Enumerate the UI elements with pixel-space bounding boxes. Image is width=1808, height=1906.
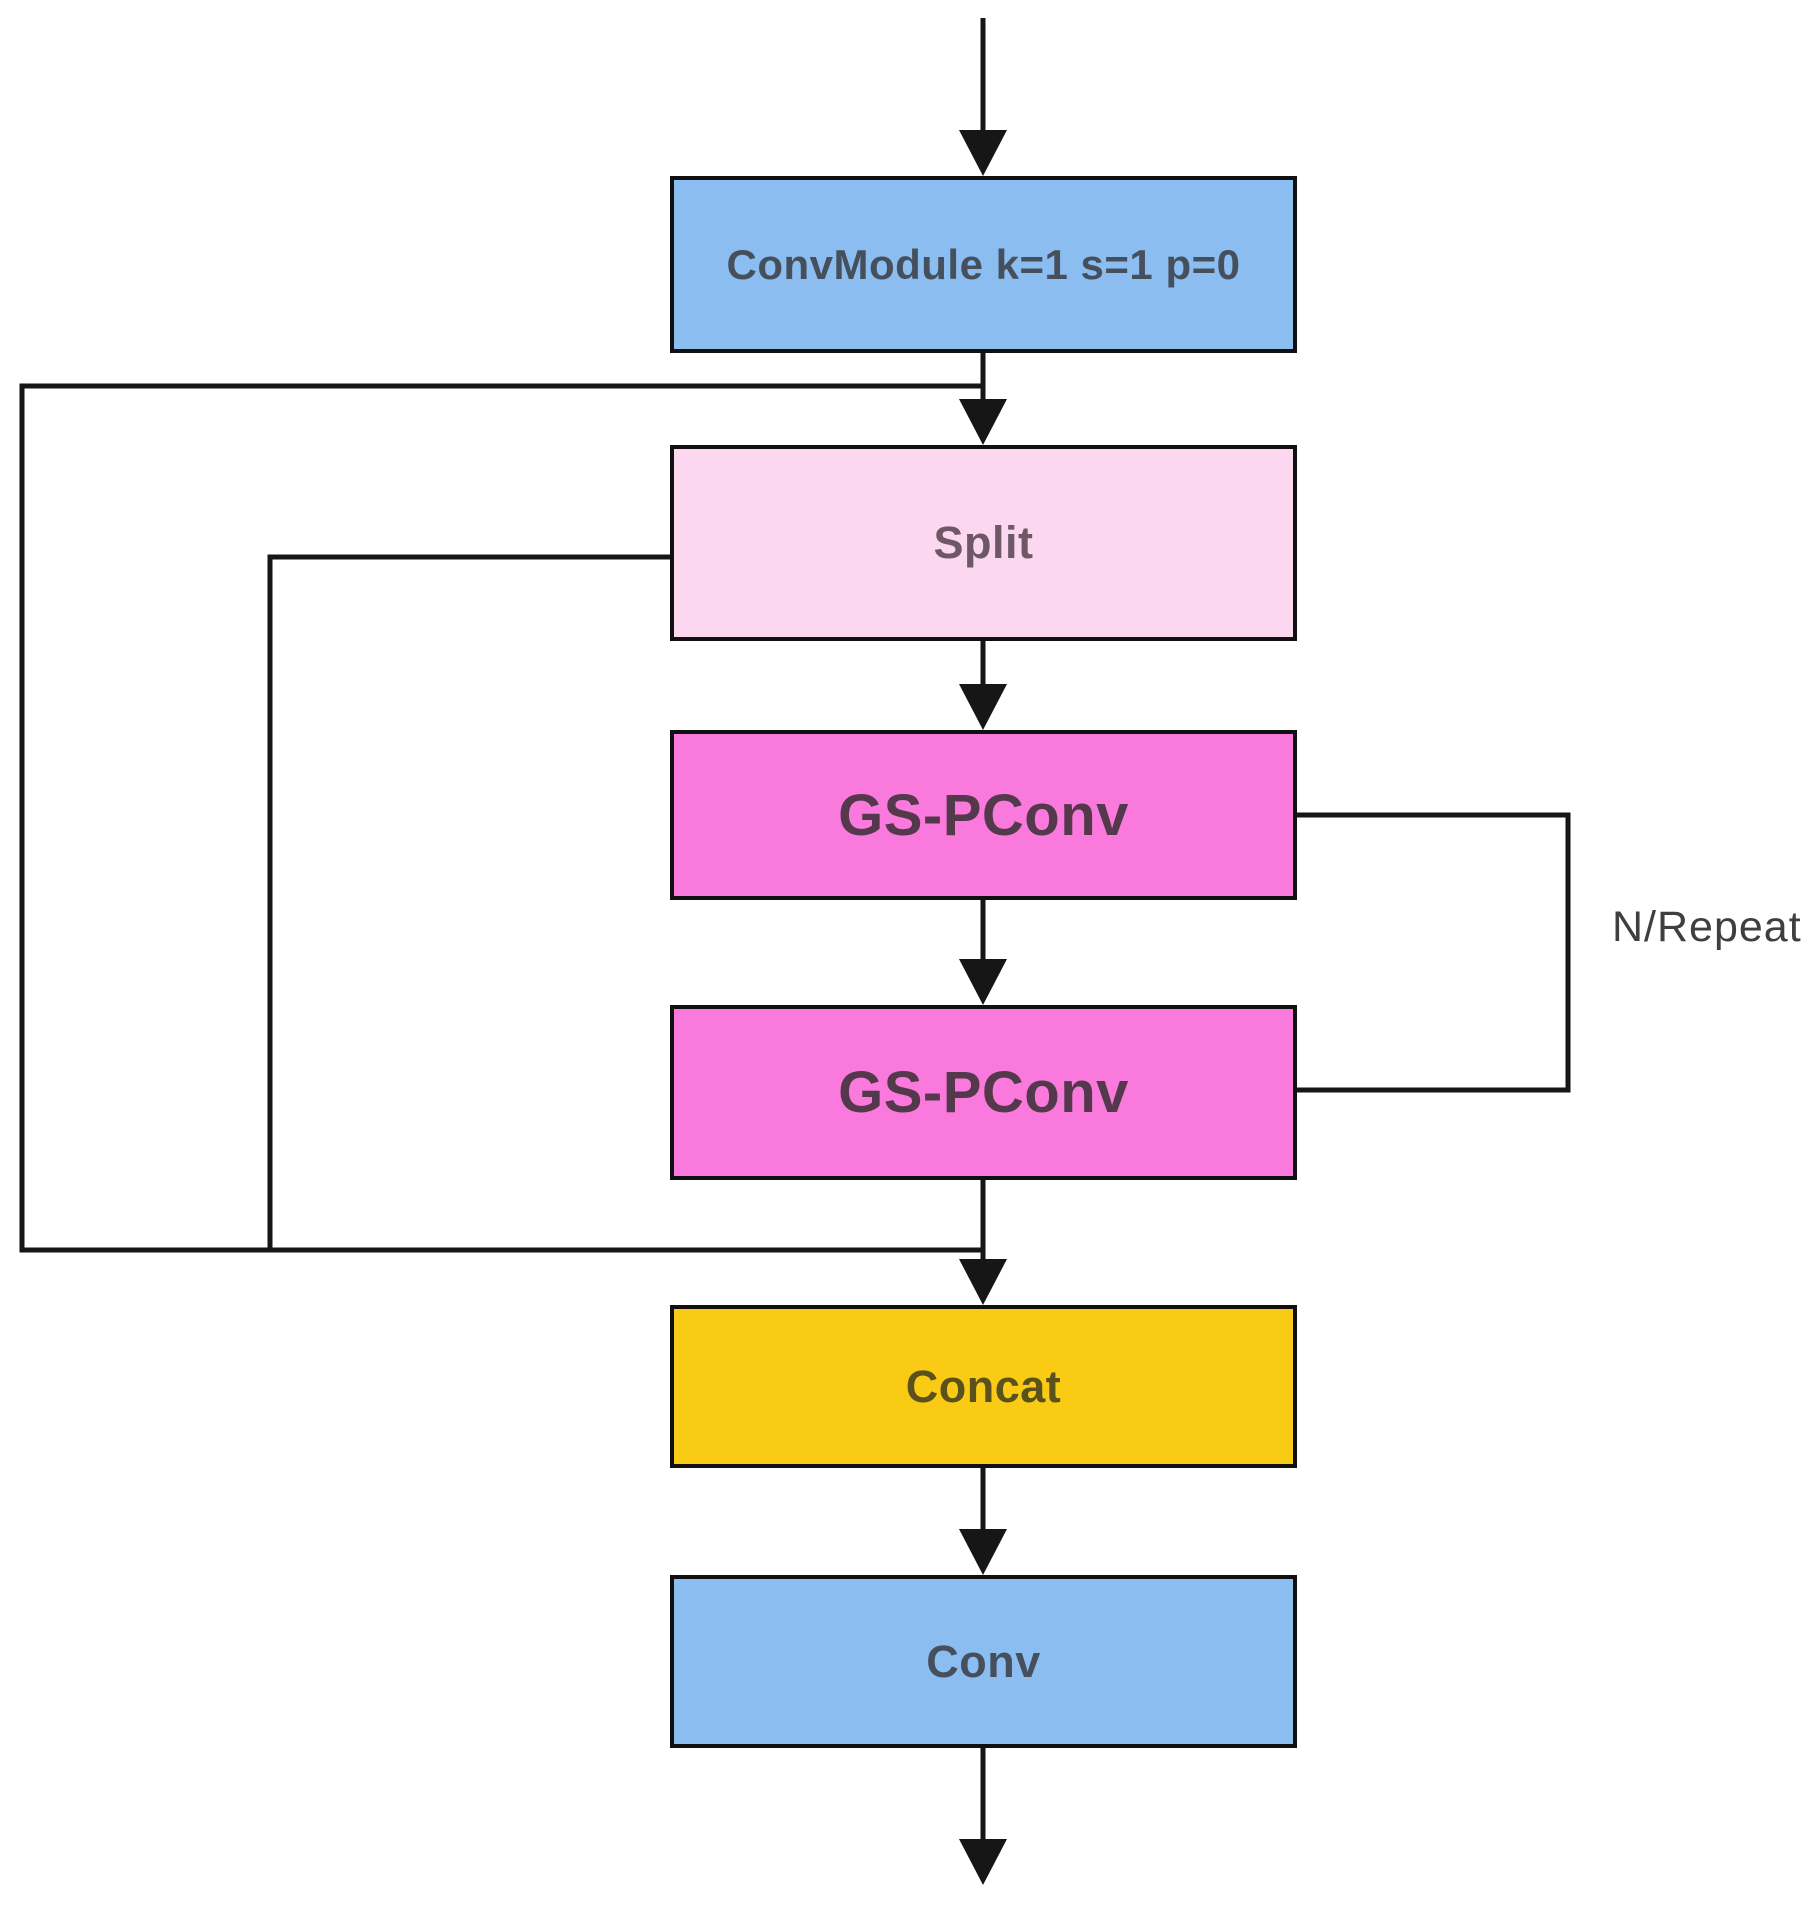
gs-pconv-box-2: GS-PConv — [670, 1005, 1297, 1180]
concat-box: Concat — [670, 1305, 1297, 1468]
concat-label: Concat — [905, 1360, 1062, 1412]
concat-arrowhead — [959, 1259, 1007, 1305]
gs1-arrowhead — [959, 684, 1007, 730]
convmodule-box: ConvModule k=1 s=1 p=0 — [670, 176, 1297, 353]
conv-arrowhead — [959, 1529, 1007, 1575]
gs-pconv-box-1: GS-PConv — [670, 730, 1297, 900]
split-box: Split — [670, 445, 1297, 641]
input-arrowhead — [959, 130, 1007, 176]
outer-skip-line — [19, 383, 983, 1253]
n-repeat-annotation: N/Repeat — [1612, 903, 1802, 951]
split-arrowhead — [959, 399, 1007, 445]
gs2-arrowhead — [959, 959, 1007, 1005]
gs-pconv-1-label: GS-PConv — [838, 782, 1129, 848]
inner-skip-line — [267, 554, 670, 1250]
convmodule-label: ConvModule k=1 s=1 p=0 — [726, 240, 1241, 288]
conv-label: Conv — [926, 1635, 1041, 1687]
conv-box: Conv — [670, 1575, 1297, 1748]
gs-pconv-2-label: GS-PConv — [838, 1060, 1129, 1125]
output-arrowhead — [959, 1839, 1007, 1885]
split-label: Split — [933, 517, 1034, 568]
repeat-loop-line — [1297, 812, 1571, 1093]
